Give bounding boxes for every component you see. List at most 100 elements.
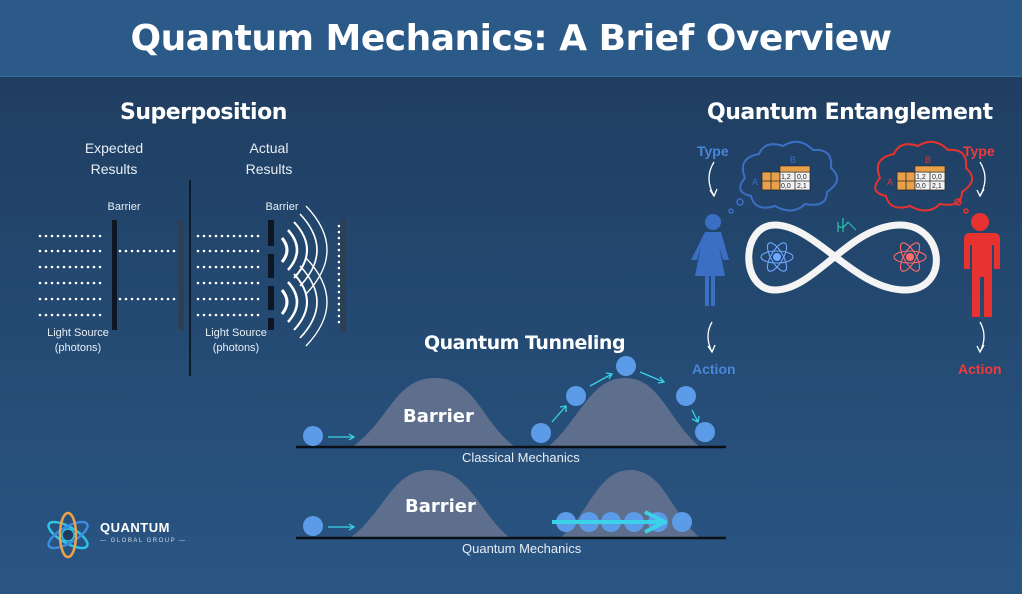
photon-dot xyxy=(118,249,122,253)
barrier-label-expected: Barrier xyxy=(107,201,141,213)
classical-particles xyxy=(303,356,715,446)
photon-dot xyxy=(256,297,260,301)
photon-dot xyxy=(232,297,236,301)
photon-dot xyxy=(214,249,218,253)
photon-dot xyxy=(124,297,128,301)
cloud-left-label-b: B xyxy=(790,155,796,165)
photon-dot xyxy=(136,249,140,253)
screen-dot xyxy=(337,236,341,240)
screen-dot xyxy=(337,314,341,318)
photon-dot xyxy=(256,281,260,285)
photon-dot xyxy=(160,297,164,301)
matrix-left-cell-10: 0,0 xyxy=(781,183,791,190)
photon-dot xyxy=(50,281,54,285)
matrix-left-cell-01: 0,0 xyxy=(797,174,807,181)
screen-dot xyxy=(337,254,341,258)
company-logo: QUANTUM — GLOBAL GROUP — xyxy=(42,510,202,560)
photon-dot xyxy=(74,313,78,317)
photon-dot xyxy=(238,249,242,253)
logo-atom-icon xyxy=(47,511,89,559)
quantum-barrier-hill xyxy=(350,470,510,538)
photon-dot xyxy=(244,265,248,269)
photon-dot xyxy=(148,249,152,253)
photon-dot xyxy=(80,313,84,317)
photon-dot xyxy=(56,265,60,269)
photon-dot xyxy=(226,281,230,285)
photon-dot xyxy=(250,297,254,301)
photon-dot xyxy=(74,297,78,301)
photon-dot xyxy=(74,281,78,285)
photon-dot xyxy=(166,297,170,301)
photon-dot xyxy=(86,281,90,285)
superposition-title: Superposition xyxy=(120,100,287,125)
photon-dot xyxy=(226,297,230,301)
photon-dot xyxy=(238,265,242,269)
classical-barrier-hill xyxy=(352,378,515,447)
atom-right-icon xyxy=(893,242,927,272)
photon-dot xyxy=(244,281,248,285)
photon-dot xyxy=(130,297,134,301)
photon-dot xyxy=(226,265,230,269)
photon-dot xyxy=(38,313,42,317)
photon-dot xyxy=(92,234,96,238)
photon-dot xyxy=(142,297,146,301)
photon-dot xyxy=(74,249,78,253)
photon-dot xyxy=(92,297,96,301)
action-label-left: Action xyxy=(692,361,736,377)
infinity-loop xyxy=(745,221,940,294)
photon-dot xyxy=(202,234,206,238)
screen-dot xyxy=(337,248,341,252)
tunneling-title: Quantum Tunneling xyxy=(424,332,626,354)
photon-dot xyxy=(244,249,248,253)
screen-dot xyxy=(337,266,341,270)
payoff-matrix-left xyxy=(761,165,811,191)
photon-dot xyxy=(220,281,224,285)
photon-dot xyxy=(208,249,212,253)
classical-mechanics-label: Classical Mechanics xyxy=(462,450,580,465)
photon-dot xyxy=(244,297,248,301)
photon-dot xyxy=(98,281,102,285)
photon-dot xyxy=(256,313,260,317)
light-source-label-actual: Light Source (photons) xyxy=(205,327,267,354)
photon-dot xyxy=(226,313,230,317)
photon-dot xyxy=(214,313,218,317)
photon-dot xyxy=(214,265,218,269)
photon-dot xyxy=(44,281,48,285)
photon-dot xyxy=(226,234,230,238)
photon-dot xyxy=(86,265,90,269)
barrier-label-actual: Barrier xyxy=(265,201,299,213)
photon-dot xyxy=(92,313,96,317)
person-left-icon xyxy=(691,214,729,306)
photon-dot xyxy=(202,281,206,285)
photon-dot xyxy=(220,249,224,253)
photon-dot xyxy=(68,297,72,301)
photon-dot xyxy=(98,234,102,238)
photon-dot xyxy=(220,234,224,238)
thought-cloud-right xyxy=(874,140,973,212)
photon-dot xyxy=(86,313,90,317)
photon-dot xyxy=(136,297,140,301)
photon-dot xyxy=(118,297,122,301)
photon-dot xyxy=(98,297,102,301)
screen-dot xyxy=(337,260,341,264)
photon-dot xyxy=(202,313,206,317)
photon-dot xyxy=(214,297,218,301)
actual-results-label: Actual Results xyxy=(245,140,293,177)
photon-dot xyxy=(232,249,236,253)
action-label-right: Action xyxy=(958,361,1002,377)
photon-dot xyxy=(98,265,102,269)
expected-barrier xyxy=(112,220,117,330)
interference-waves xyxy=(280,205,328,347)
photon-dot xyxy=(196,265,200,269)
type-label-left: Type xyxy=(697,143,729,159)
matrix-right-cell-10: 0,0 xyxy=(916,183,926,190)
photon-dot xyxy=(56,281,60,285)
photon-dot xyxy=(62,281,66,285)
screen-dot xyxy=(337,308,341,312)
photon-dot xyxy=(154,249,158,253)
photon-dot xyxy=(92,249,96,253)
photon-dot xyxy=(56,297,60,301)
photon-dot xyxy=(38,281,42,285)
photon-dot xyxy=(196,249,200,253)
